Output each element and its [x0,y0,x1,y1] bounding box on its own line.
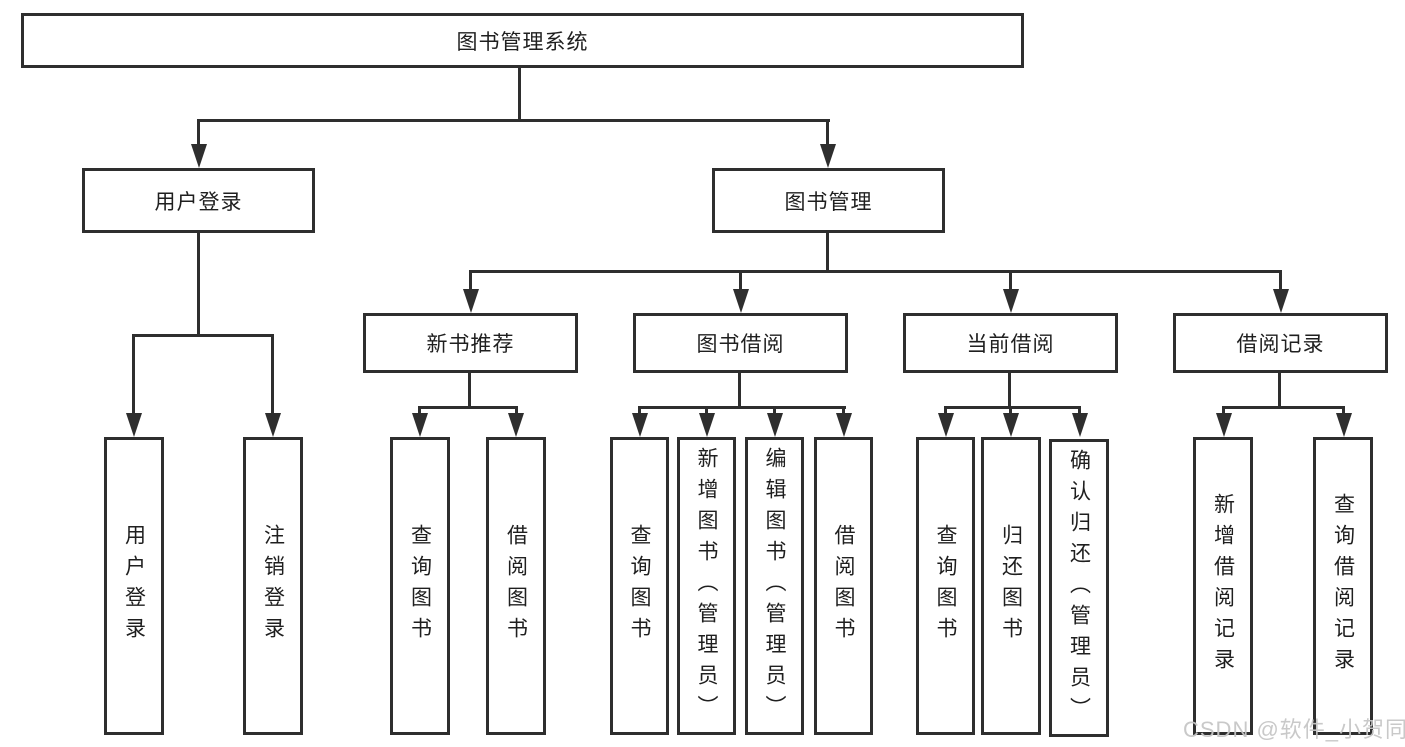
arrow-down-icon [265,413,281,437]
connector [1342,406,1345,416]
connector [197,233,200,337]
arrow-down-icon [1003,289,1019,313]
node-book-mgmt-label: 图书管理 [784,190,873,214]
arrow-down-icon [126,413,142,437]
leaf-logout: 注销登录 [243,437,303,735]
connector [515,406,518,416]
node-borrow-records-label: 借阅记录 [1236,333,1325,356]
leaf-return-book: 归还图书 [981,437,1041,735]
node-book-borrow: 图书借阅 [633,313,848,373]
node-borrow-records: 借阅记录 [1173,313,1388,373]
connector [132,334,135,416]
node-current-borrow-label: 当前借阅 [966,333,1055,356]
leaf-return-book-label: 归还图书 [999,524,1023,648]
arrow-down-icon [508,413,524,437]
leaf-current-query: 查询图书 [916,437,975,735]
connector [518,68,521,122]
leaf-confirm-return-admin: 确认归还（管理员） [1049,439,1109,737]
connector [197,119,200,147]
arrow-down-icon [1072,413,1088,437]
leaf-borrow-query-label: 查询图书 [628,524,651,648]
leaf-user-login-label: 用户登录 [122,524,146,648]
connector [1222,406,1225,416]
connector [739,270,742,292]
arrow-down-icon [1273,289,1289,313]
connector [1078,406,1081,416]
connector [773,406,776,416]
leaf-query-record-label: 查询借阅记录 [1331,493,1355,679]
leaf-current-query-label: 查询图书 [934,524,957,648]
leaf-newbooks-query: 查询图书 [390,437,450,735]
arrow-down-icon [767,413,783,437]
connector [738,373,741,409]
connector [638,406,846,409]
node-new-books: 新书推荐 [363,313,578,373]
arrow-down-icon [1003,413,1019,437]
node-current-borrow: 当前借阅 [903,313,1118,373]
node-user-login-label: 用户登录 [154,190,243,214]
arrow-down-icon [836,413,852,437]
csdn-watermark: CSDN @软件_小贺同学 [1183,717,1405,742]
node-root-label: 图书管理系统 [456,30,589,54]
connector [1279,270,1282,292]
connector [132,334,274,337]
connector [826,233,829,273]
connector [1008,373,1011,409]
connector [469,270,472,292]
arrow-down-icon [1216,413,1232,437]
connector [1222,406,1345,409]
arrow-down-icon [820,144,836,168]
connector [842,406,845,416]
connector [271,334,274,416]
leaf-confirm-return-admin-label: 确认归还（管理员） [1067,448,1091,728]
node-root: 图书管理系统 [21,13,1024,68]
connector [468,373,471,409]
leaf-borrow-edit-admin-label: 编辑图书（管理员） [763,446,786,726]
connector [418,406,421,416]
leaf-add-record: 新增借阅记录 [1193,437,1253,735]
connector [1009,270,1012,292]
connector [469,270,1282,273]
leaf-borrow-book-label: 借阅图书 [832,524,855,648]
leaf-newbooks-borrow-label: 借阅图书 [504,524,528,648]
leaf-borrow-edit-admin: 编辑图书（管理员） [745,437,804,735]
leaf-borrow-query: 查询图书 [610,437,669,735]
arrow-down-icon [632,413,648,437]
arrow-down-icon [938,413,954,437]
arrow-down-icon [699,413,715,437]
node-book-borrow-label: 图书借阅 [696,333,785,356]
connector [944,406,947,416]
leaf-borrow-book: 借阅图书 [814,437,873,735]
connector [197,119,830,122]
node-book-mgmt: 图书管理 [712,168,945,233]
connector [944,406,1081,409]
leaf-borrow-add-admin-label: 新增图书（管理员） [695,446,718,726]
node-user-login: 用户登录 [82,168,315,233]
arrow-down-icon [463,289,479,313]
arrow-down-icon [733,289,749,313]
leaf-borrow-add-admin: 新增图书（管理员） [677,437,736,735]
leaf-query-record: 查询借阅记录 [1313,437,1373,735]
arrow-down-icon [412,413,428,437]
leaf-newbooks-borrow: 借阅图书 [486,437,546,735]
arrow-down-icon [1336,413,1352,437]
connector [705,406,708,416]
leaf-user-login: 用户登录 [104,437,164,735]
arrow-down-icon [191,144,207,168]
leaf-add-record-label: 新增借阅记录 [1211,493,1235,679]
leaf-logout-label: 注销登录 [261,524,285,648]
connector [1278,373,1281,409]
node-new-books-label: 新书推荐 [426,333,515,356]
leaf-newbooks-query-label: 查询图书 [408,524,432,648]
connector [638,406,641,416]
connector [418,406,518,409]
connector [826,119,829,147]
connector [1009,406,1012,416]
